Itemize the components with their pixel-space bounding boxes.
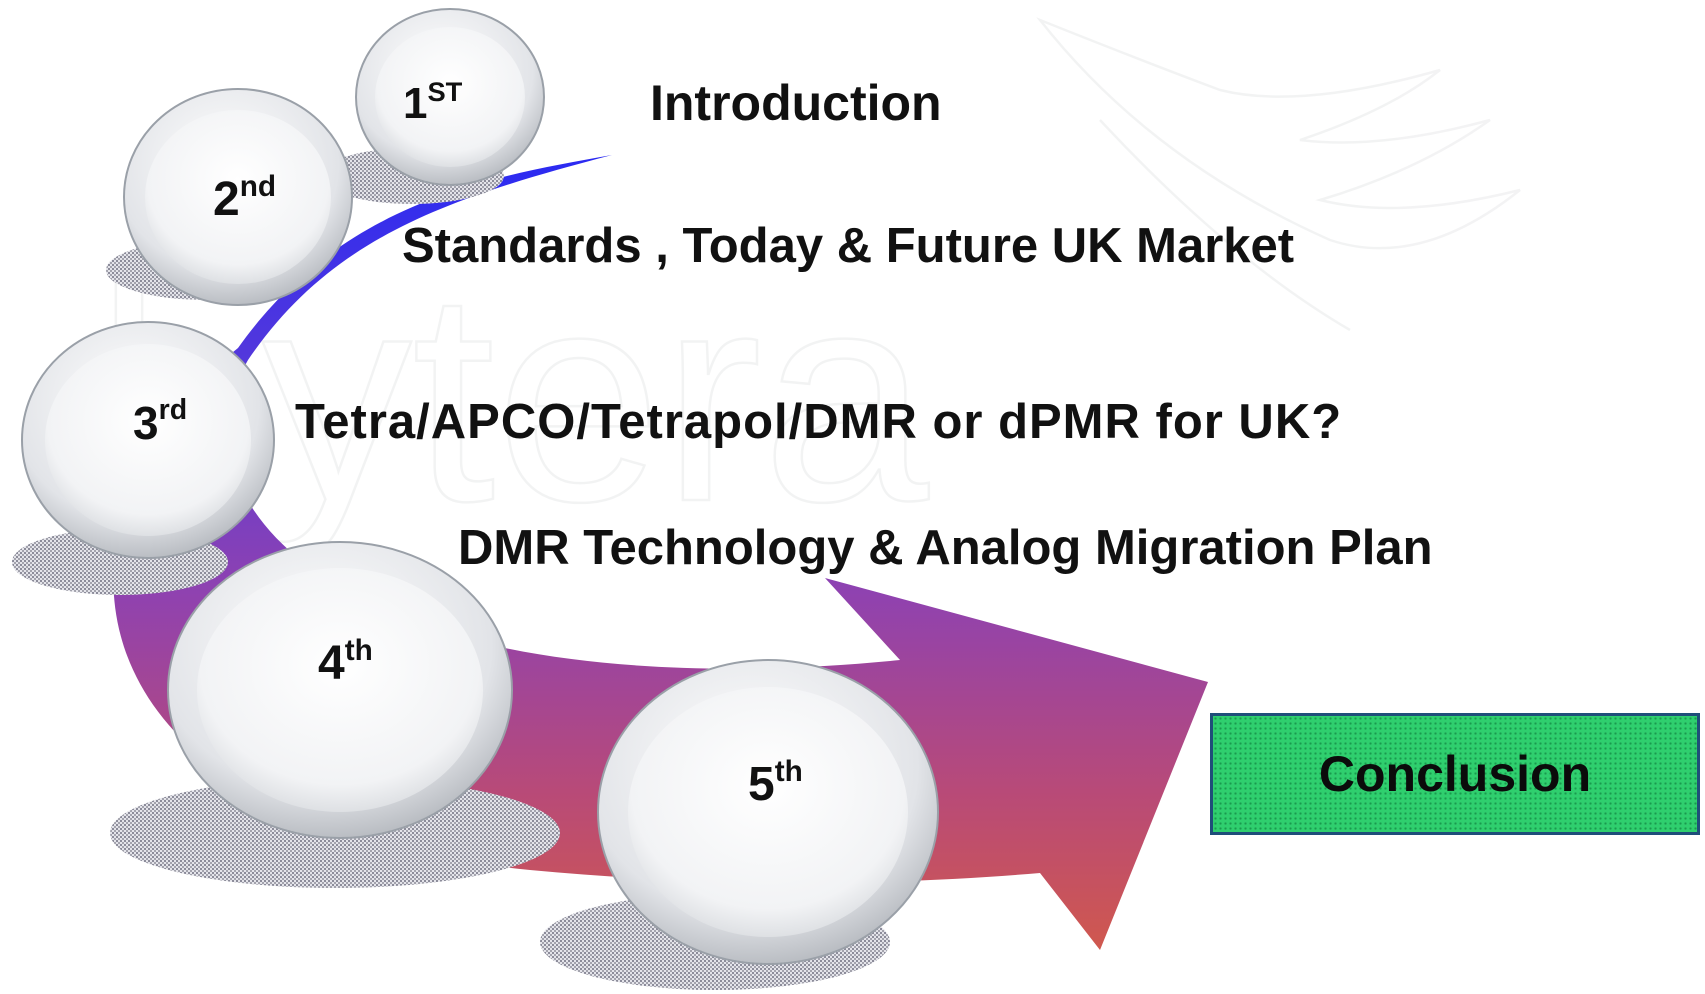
step-number-2: 2nd [213, 171, 276, 226]
step-number-suffix: rd [158, 393, 188, 426]
step-number-digit: 5 [748, 758, 775, 811]
conclusion-box: Conclusion [1210, 713, 1700, 835]
step-disc-3 [21, 321, 275, 559]
step-number-suffix: ST [427, 75, 463, 107]
step-disc-2 [123, 88, 353, 306]
conclusion-label: Conclusion [1318, 746, 1592, 802]
step-number-suffix: th [774, 754, 803, 788]
step-label-dmr-migration: DMR Technology & Analog Migration Plan [458, 521, 1433, 575]
step-number-digit: 4 [318, 637, 345, 690]
step-number-digit: 2 [213, 173, 240, 226]
step-number-digit: 1 [403, 79, 428, 128]
step-number-1: 1ST [403, 78, 462, 128]
step-number-suffix: th [344, 633, 373, 667]
step-label-standards: Standards , Today & Future UK Market [402, 219, 1295, 273]
step-disc-5 [597, 659, 939, 965]
step-number-4: 4th [318, 635, 373, 690]
step-disc-1 [355, 8, 545, 186]
step-number-3: 3rd [133, 395, 187, 449]
step-number-suffix: nd [239, 169, 277, 203]
step-number-5: 5th [748, 756, 803, 811]
step-label-technologies: Tetra/APCO/Tetrapol/DMR or dPMR for UK? [295, 395, 1343, 449]
step-label-introduction: Introduction [650, 75, 942, 131]
step-number-digit: 3 [133, 397, 159, 449]
step-disc-4 [167, 541, 513, 839]
